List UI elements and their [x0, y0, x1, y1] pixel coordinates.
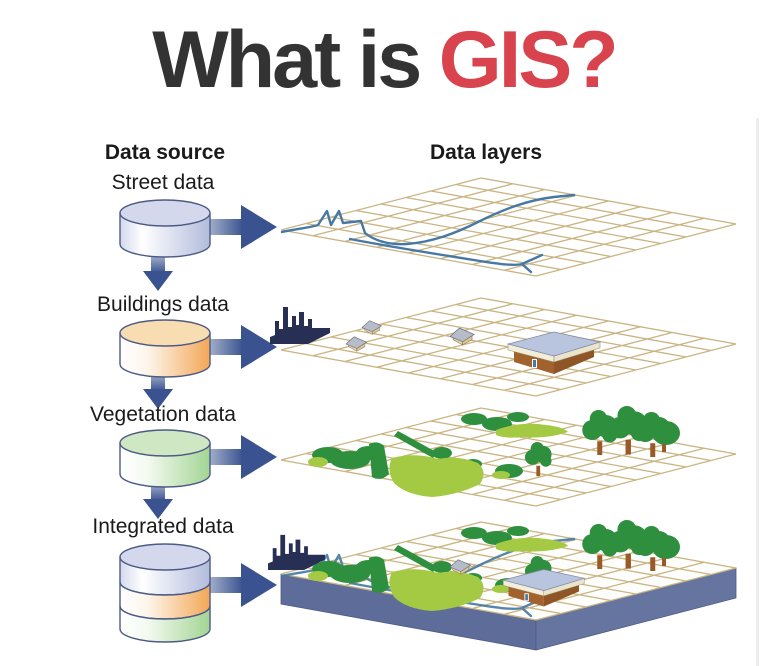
- page-title: What is GIS?: [0, 15, 768, 105]
- vegetation-map-layer: [280, 398, 737, 507]
- title-highlight: GIS?: [438, 15, 619, 105]
- title-prefix: What is: [152, 15, 439, 105]
- database-cylinder-green-icon: [119, 429, 211, 488]
- row-label-street: Street data: [111, 171, 215, 194]
- buildings-map-layer: [270, 297, 737, 397]
- database-cylinder-blue-icon: [119, 199, 211, 258]
- scan-edge-artifact: [756, 118, 759, 666]
- database-cylinder-stacked-icon: [119, 543, 211, 643]
- row-label-vegetation: Vegetation data: [90, 403, 236, 426]
- column-header-data-source: Data source: [104, 141, 226, 164]
- street-map-layer: [280, 177, 737, 277]
- row-label-buildings: Buildings data: [97, 293, 229, 316]
- column-header-data-layers: Data layers: [429, 141, 543, 164]
- integrated-map-layer: [268, 500, 737, 651]
- database-cylinder-orange-icon: [119, 319, 211, 378]
- row-label-integrated: Integrated data: [92, 515, 234, 538]
